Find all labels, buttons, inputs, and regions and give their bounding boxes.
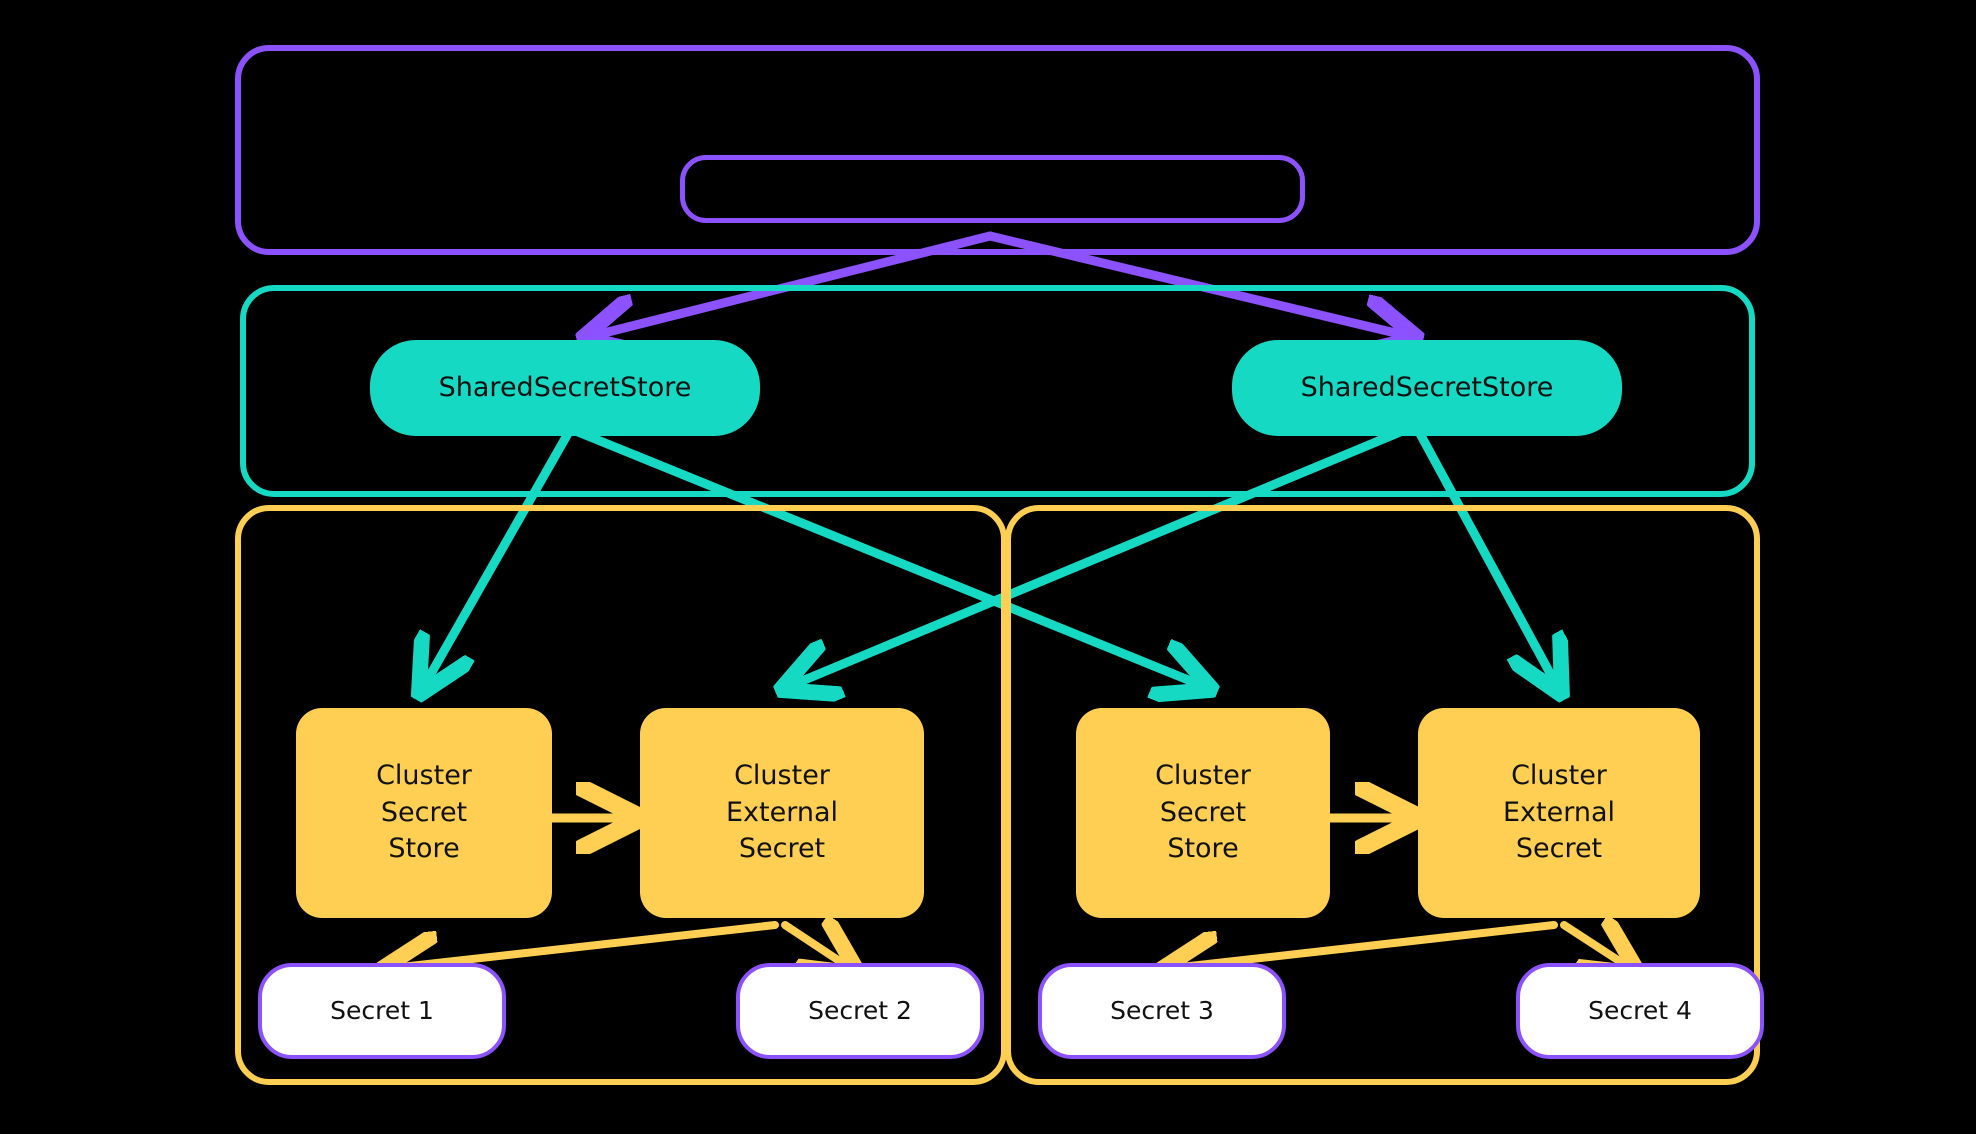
frame-control-plane — [235, 45, 1760, 255]
control-plane-pill[interactable] — [680, 155, 1305, 223]
frame-shared-secret-store-scope — [240, 285, 1755, 497]
node-cluster-secret-store-left[interactable]: Cluster Secret Store — [296, 708, 552, 918]
frame-cluster-right — [1005, 505, 1760, 1085]
node-secret-1[interactable]: Secret 1 — [258, 963, 506, 1059]
node-secret-3[interactable]: Secret 3 — [1038, 963, 1286, 1059]
node-secret-4[interactable]: Secret 4 — [1516, 963, 1764, 1059]
node-cluster-external-secret-right[interactable]: Cluster External Secret — [1418, 708, 1700, 918]
node-secret-2[interactable]: Secret 2 — [736, 963, 984, 1059]
frame-cluster-left — [235, 505, 1007, 1085]
node-cluster-external-secret-left[interactable]: Cluster External Secret — [640, 708, 924, 918]
node-cluster-secret-store-right[interactable]: Cluster Secret Store — [1076, 708, 1330, 918]
node-shared-secret-store-right[interactable]: SharedSecretStore — [1232, 340, 1622, 436]
node-shared-secret-store-left[interactable]: SharedSecretStore — [370, 340, 760, 436]
